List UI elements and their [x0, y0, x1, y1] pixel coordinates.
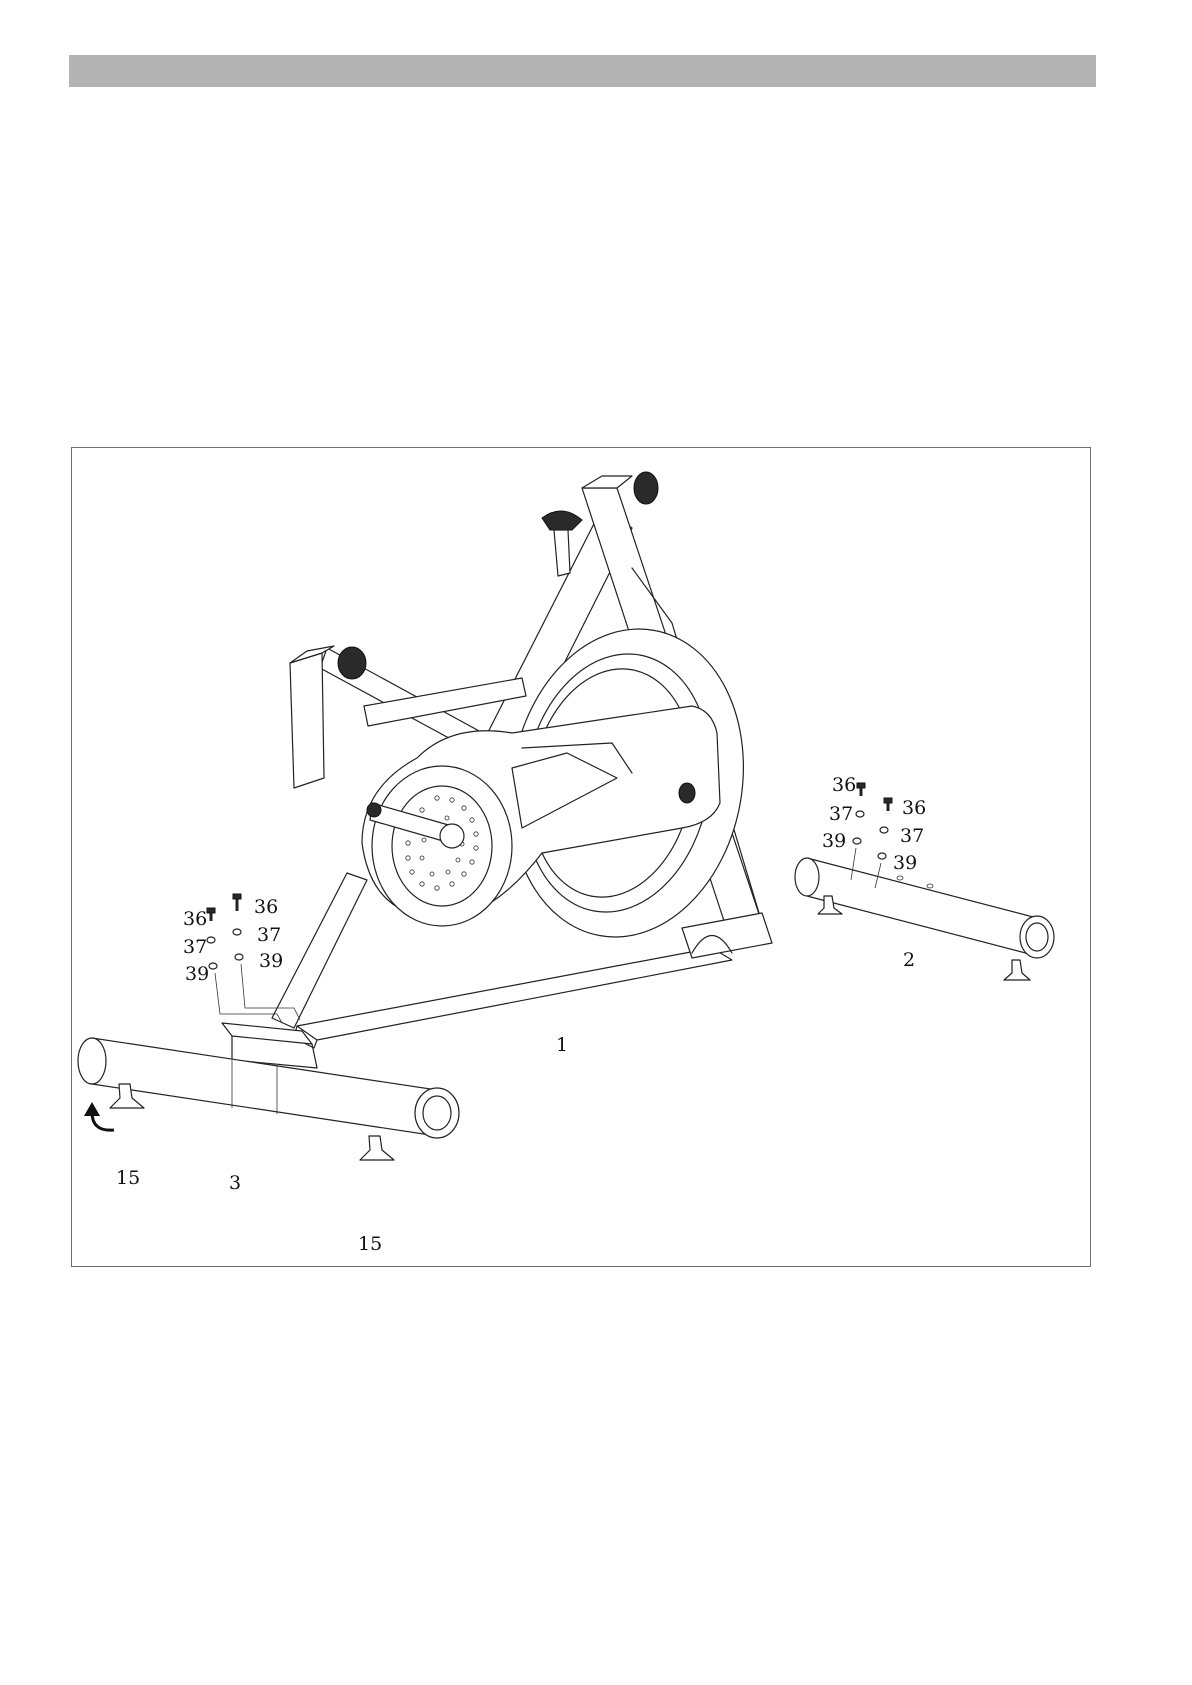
label-left-spring-washer-b: 37 — [257, 924, 281, 946]
label-rear-stabilizer: 2 — [903, 949, 915, 971]
label-left-spring-washer-a: 37 — [183, 936, 207, 958]
front-stabilizer-drawing — [78, 1038, 459, 1160]
label-main-frame: 1 — [556, 1034, 568, 1056]
label-left-flat-washer-a: 39 — [185, 963, 209, 985]
label-left-bolt-b: 36 — [254, 896, 278, 918]
label-left-bolt-a: 36 — [183, 908, 207, 930]
label-right-spring-washer-b: 37 — [900, 825, 924, 847]
label-right-flat-washer-b: 39 — [893, 852, 917, 874]
label-leveler-left: 15 — [116, 1167, 140, 1189]
label-right-bolt-b: 36 — [902, 797, 926, 819]
label-right-spring-washer-a: 37 — [829, 803, 853, 825]
label-left-flat-washer-b: 39 — [259, 950, 283, 972]
label-right-flat-washer-a: 39 — [822, 830, 846, 852]
label-leveler-bottom: 15 — [358, 1233, 382, 1255]
section-header-bar — [69, 55, 1096, 87]
rear-stabilizer-drawing — [795, 858, 1054, 980]
label-front-stabilizer: 3 — [229, 1172, 241, 1194]
exercise-bike-assembly-drawing: 1 2 3 15 15 36 36 37 37 39 39 36 36 37 3… — [72, 448, 1091, 1267]
label-right-bolt-a: 36 — [832, 774, 856, 796]
assembly-diagram-figure: 1 2 3 15 15 36 36 37 37 39 39 36 36 37 3… — [71, 447, 1091, 1267]
